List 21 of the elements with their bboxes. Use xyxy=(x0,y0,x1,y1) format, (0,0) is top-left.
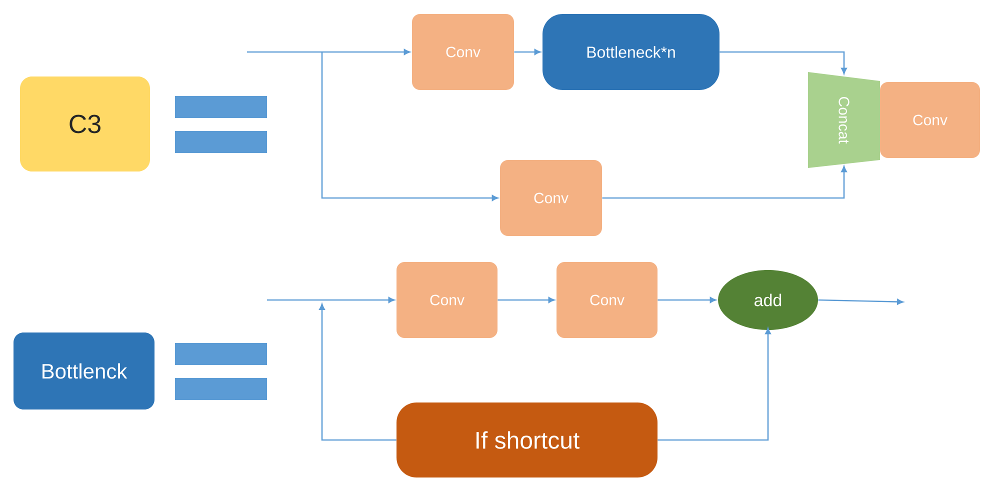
arrow xyxy=(514,49,541,55)
process-box: Conv xyxy=(500,160,602,236)
block-box: Bottlenck xyxy=(14,332,154,410)
process-box: Conv xyxy=(412,14,514,90)
concat-trapezoid: Concat xyxy=(808,72,880,168)
arrow xyxy=(602,166,847,199)
process-box: Conv xyxy=(396,262,498,338)
arrow xyxy=(818,298,904,305)
arrow xyxy=(498,297,555,303)
arrow xyxy=(658,297,716,303)
arrow xyxy=(720,51,847,74)
arrow xyxy=(319,304,396,441)
process-box: Conv xyxy=(880,82,980,158)
block-box: C3 xyxy=(20,76,150,172)
arrow xyxy=(321,52,498,201)
process-box: Conv xyxy=(556,262,658,338)
arrow xyxy=(267,297,395,303)
process-box: If shortcut xyxy=(396,402,658,478)
arrow xyxy=(658,328,771,441)
process-box: Bottleneck*n xyxy=(542,14,720,90)
arrow xyxy=(247,49,410,55)
